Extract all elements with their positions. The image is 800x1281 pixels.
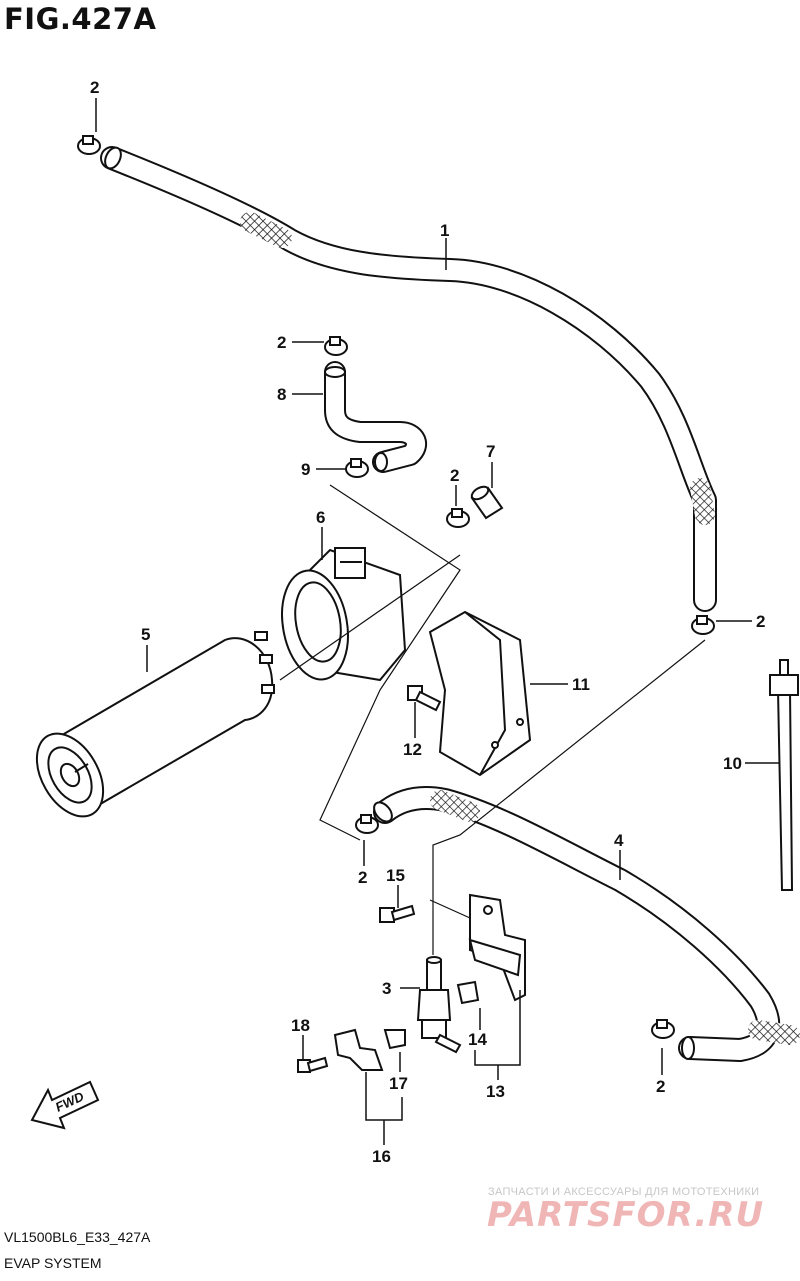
callout-2c: 2: [450, 466, 459, 485]
callout-4: 4: [614, 831, 624, 850]
callout-17: 17: [389, 1074, 408, 1093]
watermark-brand: PARTSFOR.RU: [487, 1195, 765, 1235]
callout-2b: 2: [277, 333, 286, 352]
bolt-18: [297, 1056, 329, 1073]
callout-numbers: 2 1 2 8 9 2 7 6 5 2 11 12 10 4 2 15 3 18…: [90, 78, 765, 1166]
clip-14: [456, 980, 480, 1005]
callout-18: 18: [291, 1016, 310, 1035]
callout-12: 12: [403, 740, 422, 759]
watermark-tagline: ЗАПЧАСТИ И АКСЕССУАРЫ ДЛЯ МОТОТЕХНИКИ: [488, 1186, 760, 1198]
callout-7: 7: [486, 442, 495, 461]
clamp-2f-icon: [651, 1019, 675, 1039]
valve-3: [416, 956, 462, 1054]
callout-3: 3: [382, 979, 391, 998]
bracket-11: [428, 610, 532, 777]
holder-6: [281, 547, 407, 682]
hose-4: [373, 786, 800, 1062]
callout-10: 10: [723, 754, 742, 773]
clamp-2e-icon: [355, 814, 379, 834]
callout-14: 14: [468, 1030, 487, 1049]
callout-1: 1: [440, 221, 449, 240]
clamp-2c-icon: [446, 508, 470, 528]
callout-leaders: [95, 98, 780, 1145]
bracket-13: [468, 893, 526, 1002]
tube-7: [470, 485, 504, 520]
callout-16: 16: [372, 1147, 391, 1166]
bolt-15: [379, 904, 416, 923]
clamp-2a-icon: [77, 135, 101, 155]
system-name: EVAP SYSTEM: [4, 1255, 102, 1271]
tie-strap-10: [769, 659, 799, 891]
callout-8: 8: [277, 385, 286, 404]
callout-2e: 2: [358, 868, 367, 887]
bolt-12: [407, 685, 442, 712]
figure-title: FIG.427A: [4, 2, 157, 36]
model-code: VL1500BL6_E33_427A: [4, 1229, 151, 1245]
bracket-16: [333, 1028, 384, 1071]
hose-8: [324, 361, 427, 473]
callout-2d: 2: [756, 612, 765, 631]
canister-5: [35, 631, 275, 818]
clamp-2b-icon: [324, 336, 348, 356]
clamp-9-icon: [345, 458, 369, 478]
assembly-lines: [279, 484, 706, 955]
callout-2a: 2: [90, 78, 99, 97]
hose-1: [100, 146, 717, 612]
callout-11: 11: [572, 675, 590, 694]
callout-2f: 2: [656, 1077, 665, 1096]
callout-9: 9: [301, 460, 310, 479]
clamp-2d-icon: [691, 615, 715, 635]
clip-17: [383, 1029, 406, 1050]
fwd-arrow-icon: FWD: [30, 1080, 100, 1130]
clamp-icons: [77, 135, 715, 1039]
callout-5: 5: [141, 625, 150, 644]
callout-15: 15: [386, 866, 405, 885]
callout-6: 6: [316, 508, 325, 527]
callout-13: 13: [486, 1082, 505, 1101]
